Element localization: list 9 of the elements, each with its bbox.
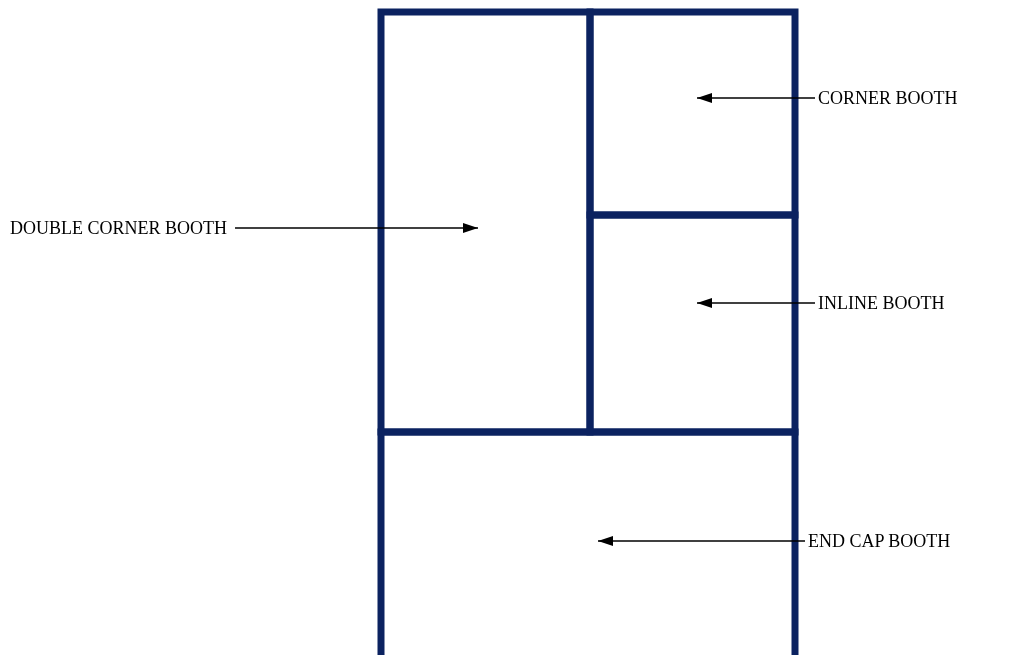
booth-label: END CAP BOOTH [808,530,951,552]
leader-arrow [696,298,816,308]
booth-label: INLINE BOOTH [818,292,945,314]
booth-label: DOUBLE CORNER BOOTH [10,217,227,239]
leader-arrow [696,93,816,103]
leader-arrow [234,223,479,233]
leader-arrow [597,536,806,546]
booth-label: CORNER BOOTH [818,87,958,109]
booth-area [377,428,799,655]
